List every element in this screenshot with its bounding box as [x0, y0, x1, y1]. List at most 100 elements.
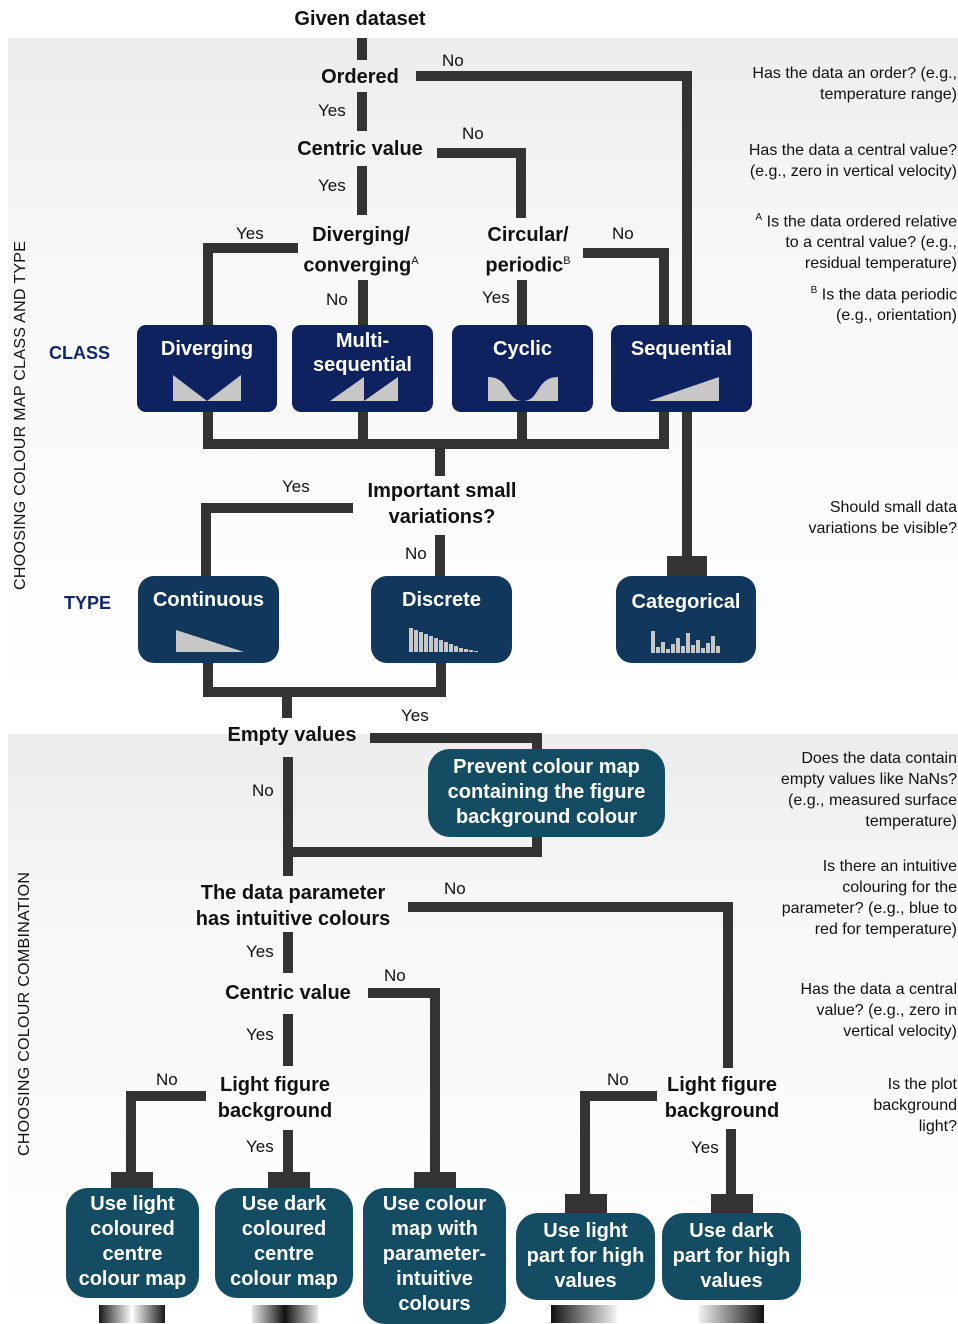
- connector-light-right-no: [580, 1091, 657, 1197]
- type-continuous-box: Continuous: [138, 576, 279, 663]
- action-light-high-label: Use light part for high values: [526, 1220, 645, 1292]
- question-a-sup: A: [755, 212, 763, 223]
- connector-type-merge: [203, 662, 446, 697]
- action-dark-centre-label: Use dark coloured centre colour map: [230, 1193, 338, 1290]
- answer-small-yes: Yes: [282, 477, 310, 496]
- swatch-dark-centre: [252, 1305, 318, 1323]
- section-label-upper: CHOOSING COLOUR MAP CLASS AND TYPE: [12, 240, 29, 590]
- class-multi-label: Multi-sequential: [313, 330, 412, 376]
- class-diverging-label: Diverging: [160, 338, 254, 360]
- question-b-text: Is the data periodic (e.g., orientation): [821, 286, 957, 325]
- answer-centric-no: No: [462, 124, 484, 143]
- multi-sequential-glyph-icon: [330, 377, 398, 401]
- answer-empty-no: No: [252, 781, 274, 800]
- connector-centric2-no: [368, 988, 440, 1175]
- continuous-glyph-icon: [176, 630, 244, 652]
- decision-intuitive-colours: The data parameter has intuitive colours: [195, 882, 391, 930]
- action-light-centre-label: Use light coloured centre colour map: [78, 1193, 187, 1290]
- action-light-centre-box: Use light coloured centre colour map: [66, 1188, 199, 1298]
- decision-centric-value: Centric value: [297, 138, 423, 160]
- answer-light-left-yes: Yes: [246, 1137, 274, 1156]
- answer-light-left-no: No: [156, 1070, 178, 1089]
- cap-light-centre: [111, 1172, 153, 1192]
- cap-categorical: [667, 556, 707, 576]
- answer-diverging-no: No: [326, 290, 348, 309]
- question-intuitive-colouring: Is there an intuitive colouring for the …: [781, 858, 957, 938]
- class-level-label: CLASS: [49, 343, 111, 363]
- diverging-q-sup: A: [411, 255, 419, 267]
- connector-circular-no: [583, 248, 669, 326]
- answer-ordered-yes: Yes: [318, 101, 346, 120]
- cap-param-intuitive: [414, 1172, 456, 1192]
- connector-class-merge: [203, 411, 669, 449]
- question-light-background: Is the plot background light?: [873, 1076, 957, 1135]
- answer-circular-yes: Yes: [482, 288, 510, 307]
- action-param-intuitive-label: Use colour map with parameter-intuitive …: [382, 1193, 487, 1315]
- connector-light-left-no: [126, 1091, 206, 1175]
- cap-dark-centre: [268, 1172, 310, 1192]
- swatch-dark-high: [698, 1305, 764, 1323]
- action-param-intuitive-box: Use colour map with parameter-intuitive …: [363, 1188, 506, 1324]
- connector-intuitive-no: [408, 902, 733, 1068]
- decision-light-background-right: Light figure background: [664, 1074, 780, 1122]
- decision-small-variations: Important small variations?: [367, 480, 517, 528]
- type-level-label: TYPE: [64, 593, 112, 613]
- answer-centric2-no: No: [384, 966, 406, 985]
- diverging-glyph-icon: [173, 375, 241, 401]
- circular-q-text: Circular/ periodic: [485, 224, 569, 277]
- answer-intuitive-yes: Yes: [246, 942, 274, 961]
- question-ordered-relative: A Is the data ordered relative to a cent…: [742, 207, 957, 274]
- type-discrete-box: Discrete: [371, 576, 512, 663]
- swatch-light-high: [551, 1305, 617, 1323]
- answer-empty-yes: Yes: [401, 706, 429, 725]
- question-a-text: Is the data ordered relative to a centra…: [766, 213, 957, 273]
- class-diverging-box: Diverging: [137, 325, 277, 412]
- class-cyclic-label: Cyclic: [493, 338, 552, 360]
- class-sequential-label: Sequential: [630, 338, 733, 360]
- question-central-value-2: Has the data a central value? (e.g., zer…: [800, 981, 957, 1040]
- question-empty-values: Does the data contain empty values like …: [780, 750, 957, 830]
- connector-centric-no: [437, 148, 526, 218]
- answer-light-right-yes: Yes: [691, 1138, 719, 1157]
- given-dataset-label: Given dataset: [294, 8, 426, 30]
- question-central-value: Has the data a central value? (e.g., zer…: [748, 142, 957, 180]
- connector-small-yes: [201, 503, 353, 578]
- question-order: Has the data an order? (e.g., temperatur…: [752, 65, 957, 103]
- answer-centric-yes: Yes: [318, 176, 346, 195]
- circular-q-sup: B: [563, 255, 571, 267]
- answer-centric2-yes: Yes: [246, 1025, 274, 1044]
- action-dark-centre-box: Use dark coloured centre colour map: [215, 1188, 353, 1298]
- cyclic-glyph-icon: [488, 377, 558, 401]
- answer-small-no: No: [405, 544, 427, 563]
- cap-light-high: [565, 1194, 607, 1214]
- connector-empty-yes: [370, 733, 542, 752]
- answer-ordered-no: No: [442, 51, 464, 70]
- discrete-glyph-icon: [409, 628, 478, 652]
- swatch-light-centre: [99, 1305, 165, 1323]
- type-discrete-label: Discrete: [402, 589, 481, 611]
- class-cyclic-box: Cyclic: [452, 325, 593, 412]
- type-categorical-box: Categorical: [616, 576, 756, 663]
- question-periodic: B Is the data periodic (e.g., orientatio…: [777, 280, 957, 326]
- type-continuous-label: Continuous: [152, 589, 265, 611]
- action-dark-high-box: Use dark part for high values: [662, 1213, 801, 1300]
- decision-diverging-converging: Diverging/ convergingA: [286, 222, 436, 279]
- connector-prevent-back: [288, 836, 542, 857]
- action-prevent-background-box: Prevent colour map containing the figure…: [428, 749, 665, 837]
- decision-centric-value-2: Centric value: [225, 982, 351, 1004]
- type-categorical-label: Categorical: [631, 591, 741, 613]
- section-label-lower: CHOOSING COLOUR COMBINATION: [16, 871, 33, 1156]
- answer-intuitive-no: No: [444, 879, 466, 898]
- decision-circular-periodic: Circular/ periodicB: [468, 222, 588, 279]
- categorical-glyph-icon: [651, 631, 720, 653]
- answer-diverging-yes: Yes: [236, 224, 264, 243]
- question-small-variations: Should small data variations be visible?: [808, 499, 957, 537]
- decision-light-background-left: Light figure background: [217, 1074, 333, 1122]
- connector-diverging-yes: [203, 243, 298, 326]
- answer-circular-no: No: [612, 224, 634, 243]
- cap-dark-high: [711, 1194, 753, 1214]
- question-b-sup: B: [810, 285, 818, 296]
- action-prevent-label: Prevent colour map containing the figure…: [447, 756, 646, 828]
- decision-empty-values: Empty values: [227, 724, 357, 746]
